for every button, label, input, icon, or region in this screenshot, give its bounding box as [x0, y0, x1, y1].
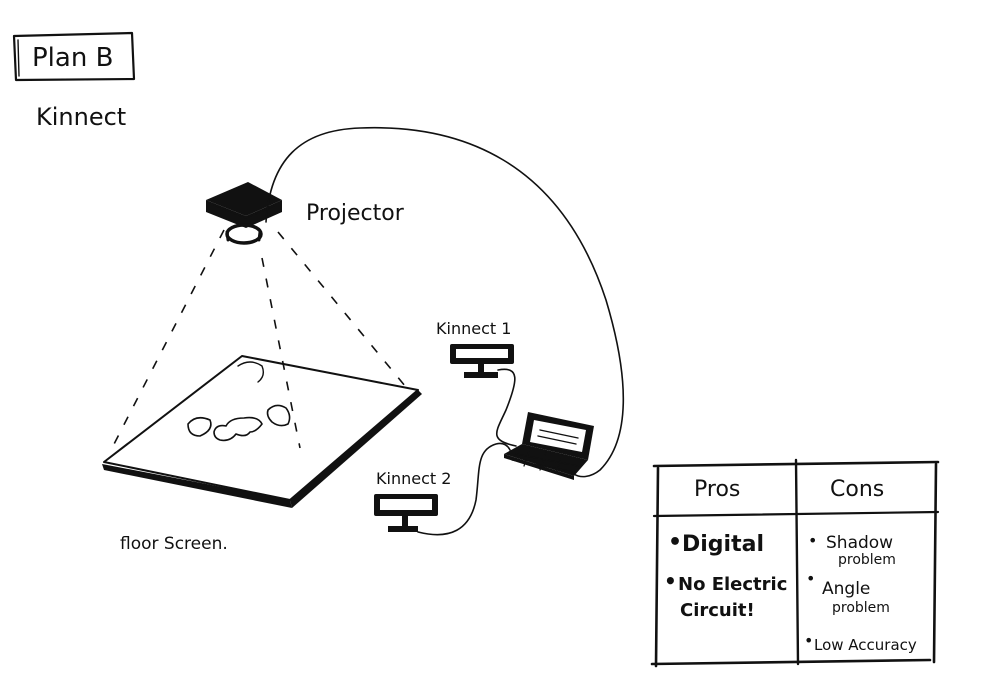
laptop-icon	[504, 412, 594, 480]
kinect-1-label: Kinnect 1	[436, 319, 511, 338]
projection-cone	[111, 229, 411, 449]
pros-item-no-electric: No Electric	[678, 574, 787, 595]
floor-screen	[102, 355, 422, 508]
pros-item-circuit: Circuit!	[680, 600, 755, 621]
cons-bullet: •	[804, 631, 813, 650]
cons-bullet: •	[806, 569, 815, 588]
cons-item-shadow: Shadow	[826, 533, 893, 553]
plan-title: Plan B	[32, 43, 113, 73]
cons-item-low-accuracy: Low Accuracy	[814, 636, 917, 654]
cons-bullet: •	[808, 531, 817, 550]
cons-item-angle-problem: problem	[832, 600, 890, 616]
kinect-1-icon	[450, 344, 514, 378]
cables	[265, 126, 625, 536]
cons-item-shadow-problem: problem	[838, 552, 896, 568]
floor-screen-label: floor Screen.	[120, 534, 228, 554]
projector-label: Projector	[306, 201, 405, 226]
pros-item-digital: Digital	[682, 532, 764, 557]
kinect-2-icon	[374, 494, 438, 532]
pros-header: Pros	[694, 477, 740, 502]
cons-item-angle: Angle	[822, 579, 870, 599]
title-box: Plan B	[12, 31, 136, 82]
kinect-2-label: Kinnect 2	[376, 469, 451, 488]
cons-header: Cons	[830, 477, 884, 502]
pros-bullet: •	[664, 569, 677, 593]
projector-icon	[206, 182, 282, 245]
pros-cons-table: Pros Cons • Digital • No Electric Circui…	[650, 458, 940, 668]
method-subtitle: Kinnect	[36, 103, 126, 131]
pros-bullet: •	[668, 530, 682, 555]
